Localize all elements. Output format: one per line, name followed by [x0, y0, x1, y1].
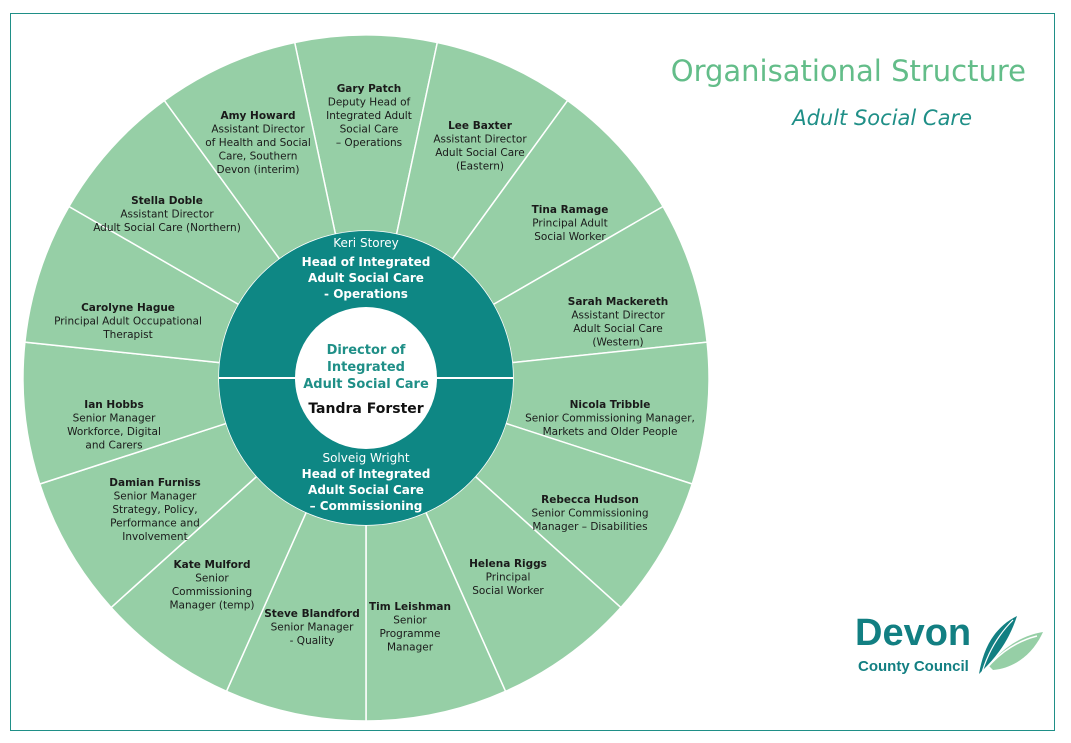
page-title: Organisational Structure	[670, 54, 1026, 88]
logo-wordmark: Devon	[855, 612, 972, 654]
upper-head-role-line-2: Adult Social Care	[308, 271, 424, 285]
segment-role-line: Care, Southern	[219, 151, 298, 163]
segment-person-name: Damian Furniss	[109, 477, 200, 489]
segment-person-name: Tim Leishman	[369, 601, 451, 613]
segment-role-line: Programme	[380, 628, 441, 640]
segment-person-name: Kate Mulford	[173, 559, 250, 571]
segment-role-line: of Health and Social	[205, 137, 311, 149]
segment-role-line: Senior Commissioning Manager,	[525, 413, 695, 425]
segment-role-line: Assistant Director	[433, 134, 527, 146]
segment-role-line: Social Worker	[534, 231, 606, 243]
segment-person-name: Gary Patch	[337, 83, 402, 95]
segment-person-name: Nicola Tribble	[570, 399, 651, 411]
segment-role-line: Senior Manager	[114, 491, 197, 503]
lower-head-name: Solveig Wright	[322, 451, 409, 465]
segment-role-line: Manager – Disabilities	[532, 521, 647, 533]
segment-role-line: Strategy, Policy,	[112, 504, 197, 516]
upper-head-box: Keri Storey Head of Integrated Adult Soc…	[302, 236, 431, 301]
logo-subtitle: County Council	[858, 658, 969, 675]
leaf-icon	[979, 616, 1043, 677]
segment-role-line: Adult Social Care	[435, 147, 524, 159]
segment-role-line: Senior	[195, 573, 229, 585]
segment-role-line: (Western)	[592, 337, 643, 349]
segment-person-name: Lee Baxter	[448, 120, 513, 132]
segment-person-name: Ian Hobbs	[84, 399, 143, 411]
segment-role-line: Principal Adult	[532, 218, 607, 230]
segment-role-line: Adult Social Care (Northern)	[93, 222, 241, 234]
segment-role-line: and Carers	[85, 440, 142, 452]
segment-person-name: Stella Doble	[131, 195, 203, 207]
lower-head-role-line-1: Head of Integrated	[302, 467, 431, 481]
segment-role-line: Assistant Director	[211, 124, 305, 136]
upper-head-role-line-1: Head of Integrated	[302, 255, 431, 269]
segment-role-line: Principal	[486, 572, 531, 584]
outer-ring	[22, 34, 710, 722]
segment-role-line: Commissioning	[172, 586, 252, 598]
segment-role-line: – Operations	[336, 137, 402, 149]
segment-person-name: Sarah Mackereth	[568, 296, 668, 308]
segment-person-name: Helena Riggs	[469, 558, 547, 570]
segment-role-line: Assistant Director	[571, 310, 665, 322]
lower-head-box: Solveig Wright Head of Integrated Adult …	[302, 451, 431, 513]
page-frame	[10, 13, 1055, 731]
segment-role-line: Manager	[387, 642, 434, 654]
segment-role-line: Principal Adult Occupational	[54, 316, 202, 328]
director-circle	[295, 307, 437, 449]
segment-role-line: Senior Manager	[73, 413, 156, 425]
segment-person-name: Tina Ramage	[532, 204, 609, 216]
segment-role-line: Assistant Director	[120, 209, 214, 221]
segment-role-line: Therapist	[102, 329, 152, 341]
segment-person-name: Amy Howard	[220, 110, 295, 122]
segment-role-line: Adult Social Care	[573, 323, 662, 335]
segment-role-line: Performance and	[110, 518, 200, 530]
lower-head-role-line-2: Adult Social Care	[308, 483, 424, 497]
segment-role-line: Senior Commissioning	[531, 508, 648, 520]
segment-role-line: Senior Manager	[271, 622, 354, 634]
segment-person-name: Carolyne Hague	[81, 302, 175, 314]
director-role-line-3: Adult Social Care	[303, 377, 429, 392]
segment-role-line: Workforce, Digital	[67, 426, 161, 438]
page-subtitle: Adult Social Care	[792, 106, 972, 130]
segment-role-line: Manager (temp)	[169, 600, 254, 612]
devon-county-council-logo: Devon County Council	[855, 612, 1055, 692]
segment-role-line: (Eastern)	[456, 161, 504, 173]
upper-head-role-line-3: - Operations	[324, 287, 408, 301]
segment-role-line: Markets and Older People	[543, 426, 678, 438]
upper-head-name: Keri Storey	[333, 236, 399, 250]
segment-role-line: Social Care	[340, 124, 399, 136]
segment-role-line: Integrated Adult	[326, 110, 412, 122]
segment-role-line: Devon (interim)	[217, 164, 300, 176]
director-box: Director of Integrated Adult Social Care…	[303, 343, 429, 417]
segment-role-line: - Quality	[290, 635, 335, 647]
segment-role-line: Senior	[393, 615, 427, 627]
director-role-line-1: Director of	[327, 343, 406, 358]
segment-role-line: Deputy Head of	[328, 97, 411, 109]
segment-role-line: Social Worker	[472, 585, 544, 597]
director-role-line-2: Integrated	[327, 360, 405, 375]
segment-person-name: Rebecca Hudson	[541, 494, 639, 506]
lower-head-role-line-3: – Commissioning	[310, 499, 423, 513]
director-name: Tandra Forster	[308, 401, 423, 417]
segment-person-name: Steve Blandford	[264, 608, 359, 620]
segment-role-line: Involvement	[122, 531, 187, 543]
